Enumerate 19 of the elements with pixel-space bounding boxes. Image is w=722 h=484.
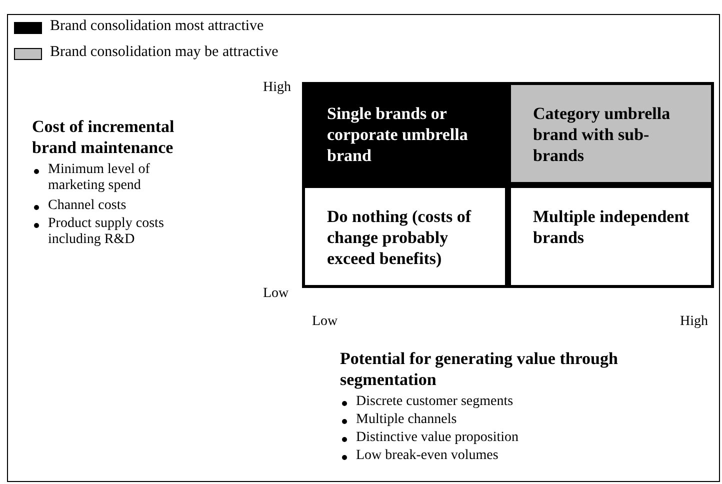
axis-label: High [263, 80, 291, 96]
bullet-text: Low break-even volumes [356, 448, 498, 464]
axis-label: Low [263, 286, 289, 302]
legend-label: Brand consolidation most attractive [50, 18, 264, 35]
matrix-quadrant: Do nothing (costs of change probably exceed benefits) [302, 185, 508, 288]
bullet-text: Distinctive value proposition [356, 430, 519, 446]
axis-title: Potential for generating value through segmentation [340, 348, 619, 390]
bullet-text: Minimum level of marketing spend [48, 162, 151, 194]
matrix-quadrant: Category umbrella brand with sub-brands [508, 82, 714, 185]
matrix-quadrant: Single brands or corporate umbrella brand [302, 82, 508, 185]
bullet-text: Discrete customer segments [356, 394, 514, 410]
legend-label: Brand consolidation may be attractive [50, 44, 278, 61]
axis-label: Low [312, 314, 338, 330]
bullet-text: Multiple channels [356, 412, 457, 428]
bullet-text: Product supply costs including R&D [48, 216, 165, 248]
matrix-quadrant: Multiple independent brands [508, 185, 714, 288]
bullet-text: Channel costs [48, 198, 126, 214]
axis-label: High [680, 314, 708, 330]
axis-title: Cost of incremental brand maintenance [32, 116, 176, 158]
